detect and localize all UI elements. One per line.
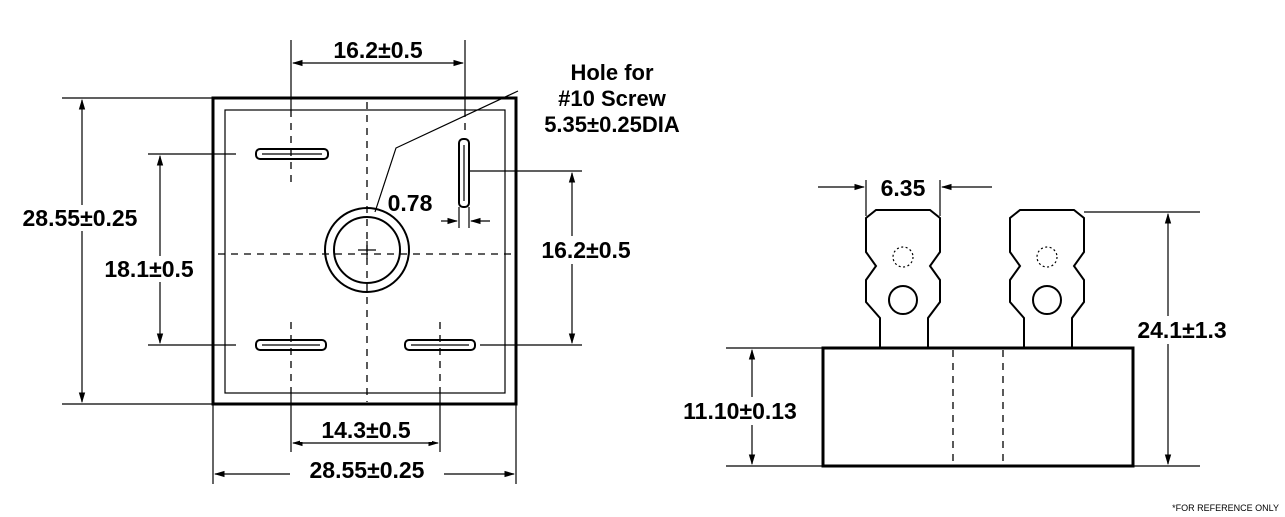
dim-text-bg [1117,316,1247,344]
dim-terminal-width: 0.78 [388,190,433,216]
terminal-slot-bottom-right [404,339,476,351]
dim-total-height: 24.1±1.3 [1137,317,1226,343]
dim-body-height: 11.10±0.13 [683,398,797,424]
body-outline-inner [224,109,506,394]
dim-terminal-spacing: 6.35 [881,175,926,201]
dim-bottom-width: 28.55±0.25 [310,457,425,483]
dim-text-bg [310,36,450,62]
dim-text-bg [524,236,650,264]
terminal-slot-top-left [255,148,329,160]
terminal-left-dotted-hole [892,246,914,268]
side-view: 6.35 24.1±1.3 11.10±0.13 [660,175,1247,468]
terminal-left-hole [888,285,918,315]
terminal-left [865,209,941,348]
dim-top-width: 16.2±0.5 [333,37,423,63]
dim-right-height: 16.2±0.5 [541,237,631,263]
dim-inner-height: 18.1±0.5 [104,256,194,282]
hole-note-line3: 5.35±0.25DIA [544,112,680,137]
dim-text-bg [4,205,156,231]
dim-text-bg [300,417,432,442]
terminal-right-hole [1032,285,1062,315]
terminal-right-dotted-hole [1036,246,1058,268]
dim-text-bg [660,397,820,425]
hole-note-line1: Hole for [570,60,654,85]
terminal-slot-top-right [458,138,470,208]
mounting-hole-outer [324,207,410,293]
terminal-right [1009,209,1085,348]
dim-text-bg [290,455,444,483]
dim-text-bg [88,256,210,282]
footer-note: *FOR REFERENCE ONLY [1172,503,1279,513]
hole-note-line2: #10 Screw [558,86,667,111]
body-outline-outer [211,96,518,406]
top-view: 16.2±0.5 28.55±0.25 18.1±0.5 16.2±0.5 0.… [4,36,680,484]
terminal-slot-bottom-left [255,339,327,351]
side-body [821,346,1135,468]
mounting-hole-inner [333,216,401,284]
dim-bottom-inner: 14.3±0.5 [321,417,411,443]
dim-left-height: 28.55±0.25 [23,205,138,231]
hole-note-leader [374,90,519,213]
